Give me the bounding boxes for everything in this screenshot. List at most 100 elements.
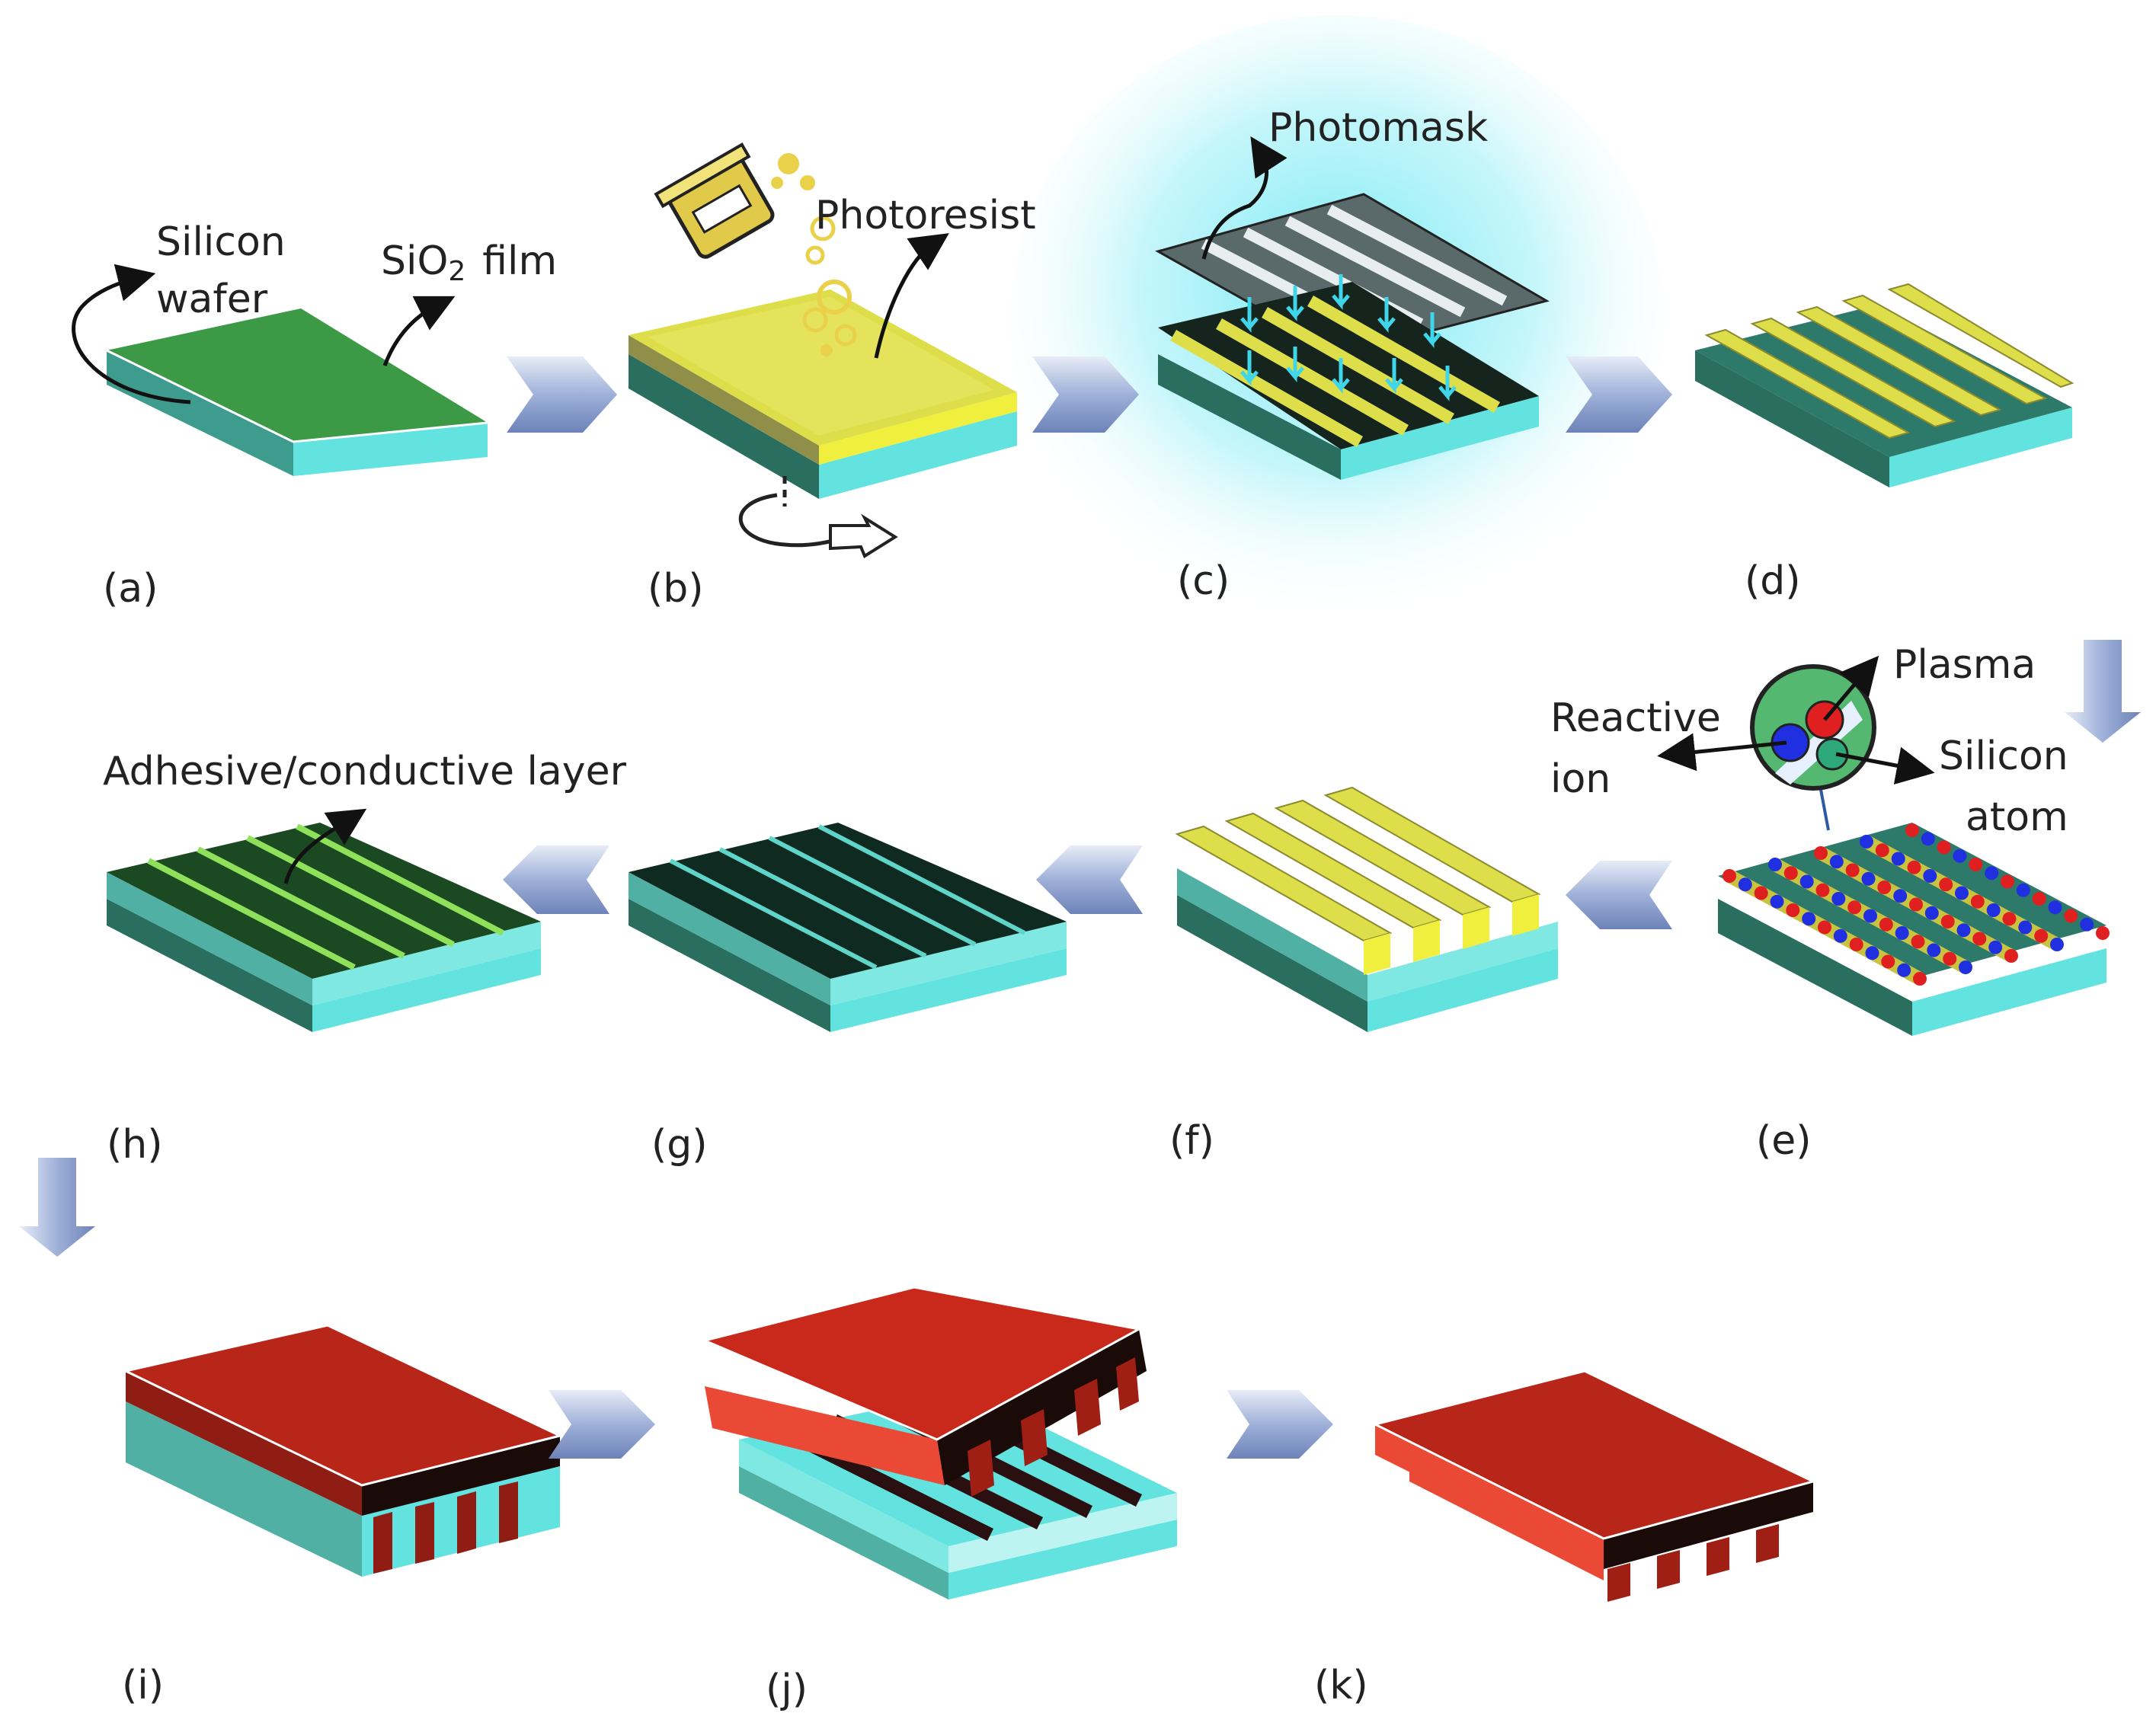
step-label-d: (d) <box>1745 558 1801 604</box>
step-label-k: (k) <box>1314 1663 1368 1708</box>
label-reactive-ion-1: Reactive <box>1550 695 1721 741</box>
label-silicon-atom-1: Silicon <box>1939 733 2068 779</box>
plasma-dot <box>1877 880 1892 894</box>
reactive-ion-dot <box>1802 912 1816 926</box>
step-label-f: (f) <box>1169 1118 1214 1164</box>
plasma-dot <box>1972 932 1987 946</box>
step-label-g: (g) <box>651 1122 708 1168</box>
reactive-ion-dot <box>2050 938 2064 951</box>
plasma-dot <box>2032 892 2046 906</box>
label-sio2-film: SiO2 film <box>381 238 557 287</box>
plasma-dot <box>1875 843 1889 858</box>
step-e-etching <box>1657 655 2110 1036</box>
plasma-dot <box>1937 840 1951 855</box>
plasma-dot <box>2004 949 2018 963</box>
reactive-ion-dot <box>1921 832 1935 846</box>
reactive-ion-dot <box>1770 894 1784 909</box>
step-label-j: (j) <box>766 1667 808 1712</box>
plasma-dot <box>1849 938 1863 951</box>
reactive-ion-dot <box>1863 909 1877 923</box>
plasma-dot <box>1754 886 1768 900</box>
step-c-exposure <box>1155 136 1550 480</box>
reactive-ion-dot <box>2018 920 2033 935</box>
reactive-ion-dot <box>1833 928 1847 943</box>
reactive-ion-dot <box>1923 869 1937 883</box>
reactive-ion-dot <box>1895 926 1909 940</box>
label-sio2-main: SiO <box>381 238 448 284</box>
plasma-dot <box>2002 912 2017 926</box>
reactive-ion-dot <box>1956 923 1971 938</box>
process-arrow-ab <box>507 356 617 433</box>
step-label-b: (b) <box>648 566 704 612</box>
reactive-ion-dot <box>1897 963 1911 977</box>
plasma-dot <box>1786 903 1800 917</box>
step-label-i: (i) <box>122 1663 164 1708</box>
label-silicon-wafer-2: wafer <box>156 276 268 322</box>
label-sio2-sub: 2 <box>448 256 465 287</box>
reactive-ion-dot <box>2048 900 2062 915</box>
plasma-dot <box>1939 877 1953 892</box>
reactive-ion-dot <box>1829 855 1844 869</box>
reactive-ion-dot <box>1861 871 1876 886</box>
plasma-dot <box>2034 928 2049 943</box>
process-arrow-ef <box>1566 861 1672 929</box>
label-silicon-atom-2: atom <box>1966 794 2068 840</box>
reactive-ion-dot <box>1985 866 1999 880</box>
process-arrow-jk <box>1227 1390 1333 1459</box>
process-arrow-de <box>2065 640 2141 743</box>
step-g-mold <box>629 823 1067 1032</box>
plasma-dot <box>2064 909 2078 923</box>
plasma-dot <box>1909 897 1923 912</box>
step-label-h: (h) <box>107 1122 163 1168</box>
step-k-final <box>1371 1369 1817 1602</box>
reactive-ion-dot <box>1955 886 1969 900</box>
label-photomask: Photomask <box>1268 105 1488 151</box>
step-label-a: (a) <box>103 566 158 612</box>
reactive-ion-dot <box>1860 835 1873 849</box>
label-adhesive-layer: Adhesive/conductive layer <box>103 749 627 794</box>
reactive-ion-dot <box>1831 892 1846 906</box>
plasma-dot <box>1818 920 1831 935</box>
reactive-ion-dot <box>1865 946 1879 960</box>
reactive-ion-dot <box>2080 917 2094 932</box>
plasma-dot <box>1814 846 1828 860</box>
label-silicon-wafer-1: Silicon <box>156 219 286 265</box>
plasma-dot <box>2001 874 2014 889</box>
process-arrow-gh <box>503 845 609 914</box>
reactive-ion-dot <box>1986 903 2001 917</box>
plasma-dot <box>1783 866 1798 880</box>
reactive-ion-dot <box>1953 849 1967 863</box>
plasma-dot <box>1879 917 1893 932</box>
step-j-demold <box>701 1286 1177 1600</box>
plasma-dot <box>1943 951 1957 966</box>
label-sio2-suffix: film <box>482 238 557 284</box>
reactive-ion-dot <box>1959 960 1972 974</box>
step-i-filled <box>122 1324 564 1577</box>
process-arrow-bc <box>1032 356 1139 433</box>
plasma-dot <box>1940 915 1955 928</box>
step-label-e: (e) <box>1756 1118 1812 1164</box>
plasma-dot <box>1845 863 1860 877</box>
reactive-ion-dot <box>1927 943 1941 957</box>
step-f-etched-resist <box>1175 786 1558 1032</box>
plasma-dot <box>1907 860 1921 874</box>
plasma-dot <box>1969 858 1983 871</box>
step-a-wafer <box>72 264 488 476</box>
reactive-ion-dot <box>1768 858 1782 871</box>
process-arrow-ij <box>549 1390 655 1459</box>
reactive-ion-dot <box>1924 906 1939 920</box>
reactive-ion-dot <box>1893 889 1908 903</box>
plasma-dot <box>1815 883 1830 897</box>
step-d-developed <box>1695 283 2074 487</box>
step-label-c: (c) <box>1177 558 1230 604</box>
process-arrow-fg <box>1036 845 1143 914</box>
plasma-dot <box>1847 900 1862 915</box>
process-arrow-hi <box>19 1158 95 1257</box>
label-reactive-ion-2: ion <box>1550 756 1611 802</box>
reactive-ion-dot <box>1988 940 2003 954</box>
process-arrow-cd <box>1566 356 1672 433</box>
plasma-dot <box>2096 926 2110 940</box>
plasma-dot <box>1911 935 1925 949</box>
reactive-ion-dot <box>2016 883 2030 897</box>
